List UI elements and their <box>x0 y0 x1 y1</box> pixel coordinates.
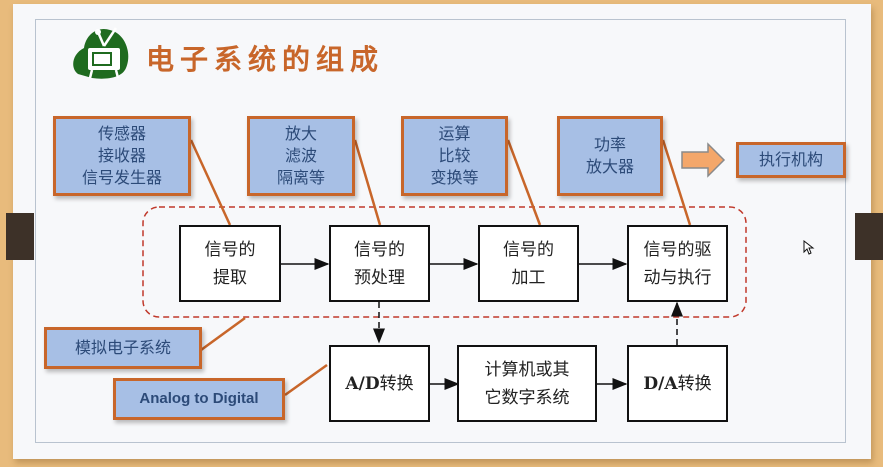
leader-analog-system <box>200 316 246 352</box>
callout-line: 运算 <box>438 124 471 143</box>
block-signal-extract: 信号的 提取 <box>179 225 281 302</box>
block-line: 转换 <box>677 373 712 394</box>
mouse-cursor-icon <box>803 240 815 255</box>
tv-icon <box>73 27 129 79</box>
block-line: 信号的驱 <box>643 239 712 260</box>
leader-preprocess <box>353 139 382 226</box>
block-arrow-icon <box>681 142 726 178</box>
left-nav-tab[interactable] <box>6 213 34 260</box>
callout-line: 隔离等 <box>276 168 325 187</box>
callout-line: 接收器 <box>97 146 146 165</box>
callout-line: 放大器 <box>585 157 634 176</box>
callout-adc-label: Analog to Digital <box>113 378 285 420</box>
slide-frame <box>35 19 846 443</box>
page-title: 电子系统的组成 <box>146 43 385 76</box>
callout-line: 比较 <box>438 146 471 165</box>
block-line: 动与执行 <box>643 267 712 288</box>
callout-preprocess: 放大 滤波 隔离等 <box>247 116 355 196</box>
block-line: A/D <box>345 373 380 394</box>
block-line: 转换 <box>379 373 414 394</box>
callout-line: 变换等 <box>430 168 479 187</box>
block-line: 它数字系统 <box>484 387 570 408</box>
callout-line: 传感器 <box>97 124 146 143</box>
callout-analog-system: 模拟电子系统 <box>44 327 202 369</box>
block-signal-preprocess: 信号的 预处理 <box>329 225 430 302</box>
block-line: 信号的 <box>204 239 256 260</box>
block-line: 信号的 <box>503 239 554 260</box>
callout-line: 滤波 <box>284 146 317 165</box>
callout-power-amp: 功率 放大器 <box>557 116 663 196</box>
block-line: 提取 <box>213 267 247 288</box>
leader-sources <box>189 139 232 226</box>
block-signal-processing: 信号的 加工 <box>478 225 579 302</box>
callout-line: 放大 <box>284 124 317 143</box>
block-line: D/A <box>643 373 678 394</box>
callout-processing: 运算 比较 变换等 <box>401 116 508 196</box>
block-line: 加工 <box>511 267 546 288</box>
leader-adc <box>284 363 328 397</box>
callout-line: 功率 <box>593 135 626 154</box>
block-line: 信号的 <box>354 239 405 260</box>
callout-line: 信号发生器 <box>81 168 162 187</box>
block-line: 预处理 <box>354 267 405 288</box>
block-line: 计算机或其 <box>484 359 570 380</box>
analog-system-group <box>142 206 747 318</box>
callout-actuator: 执行机构 <box>736 142 846 178</box>
block-signal-drive: 信号的驱 动与执行 <box>627 225 728 302</box>
right-nav-tab[interactable] <box>855 213 883 260</box>
leader-power-amp <box>661 139 692 226</box>
callout-sources: 传感器 接收器 信号发生器 <box>53 116 191 196</box>
block-computer: 计算机或其 它数字系统 <box>457 345 597 422</box>
leader-processing <box>506 139 542 226</box>
